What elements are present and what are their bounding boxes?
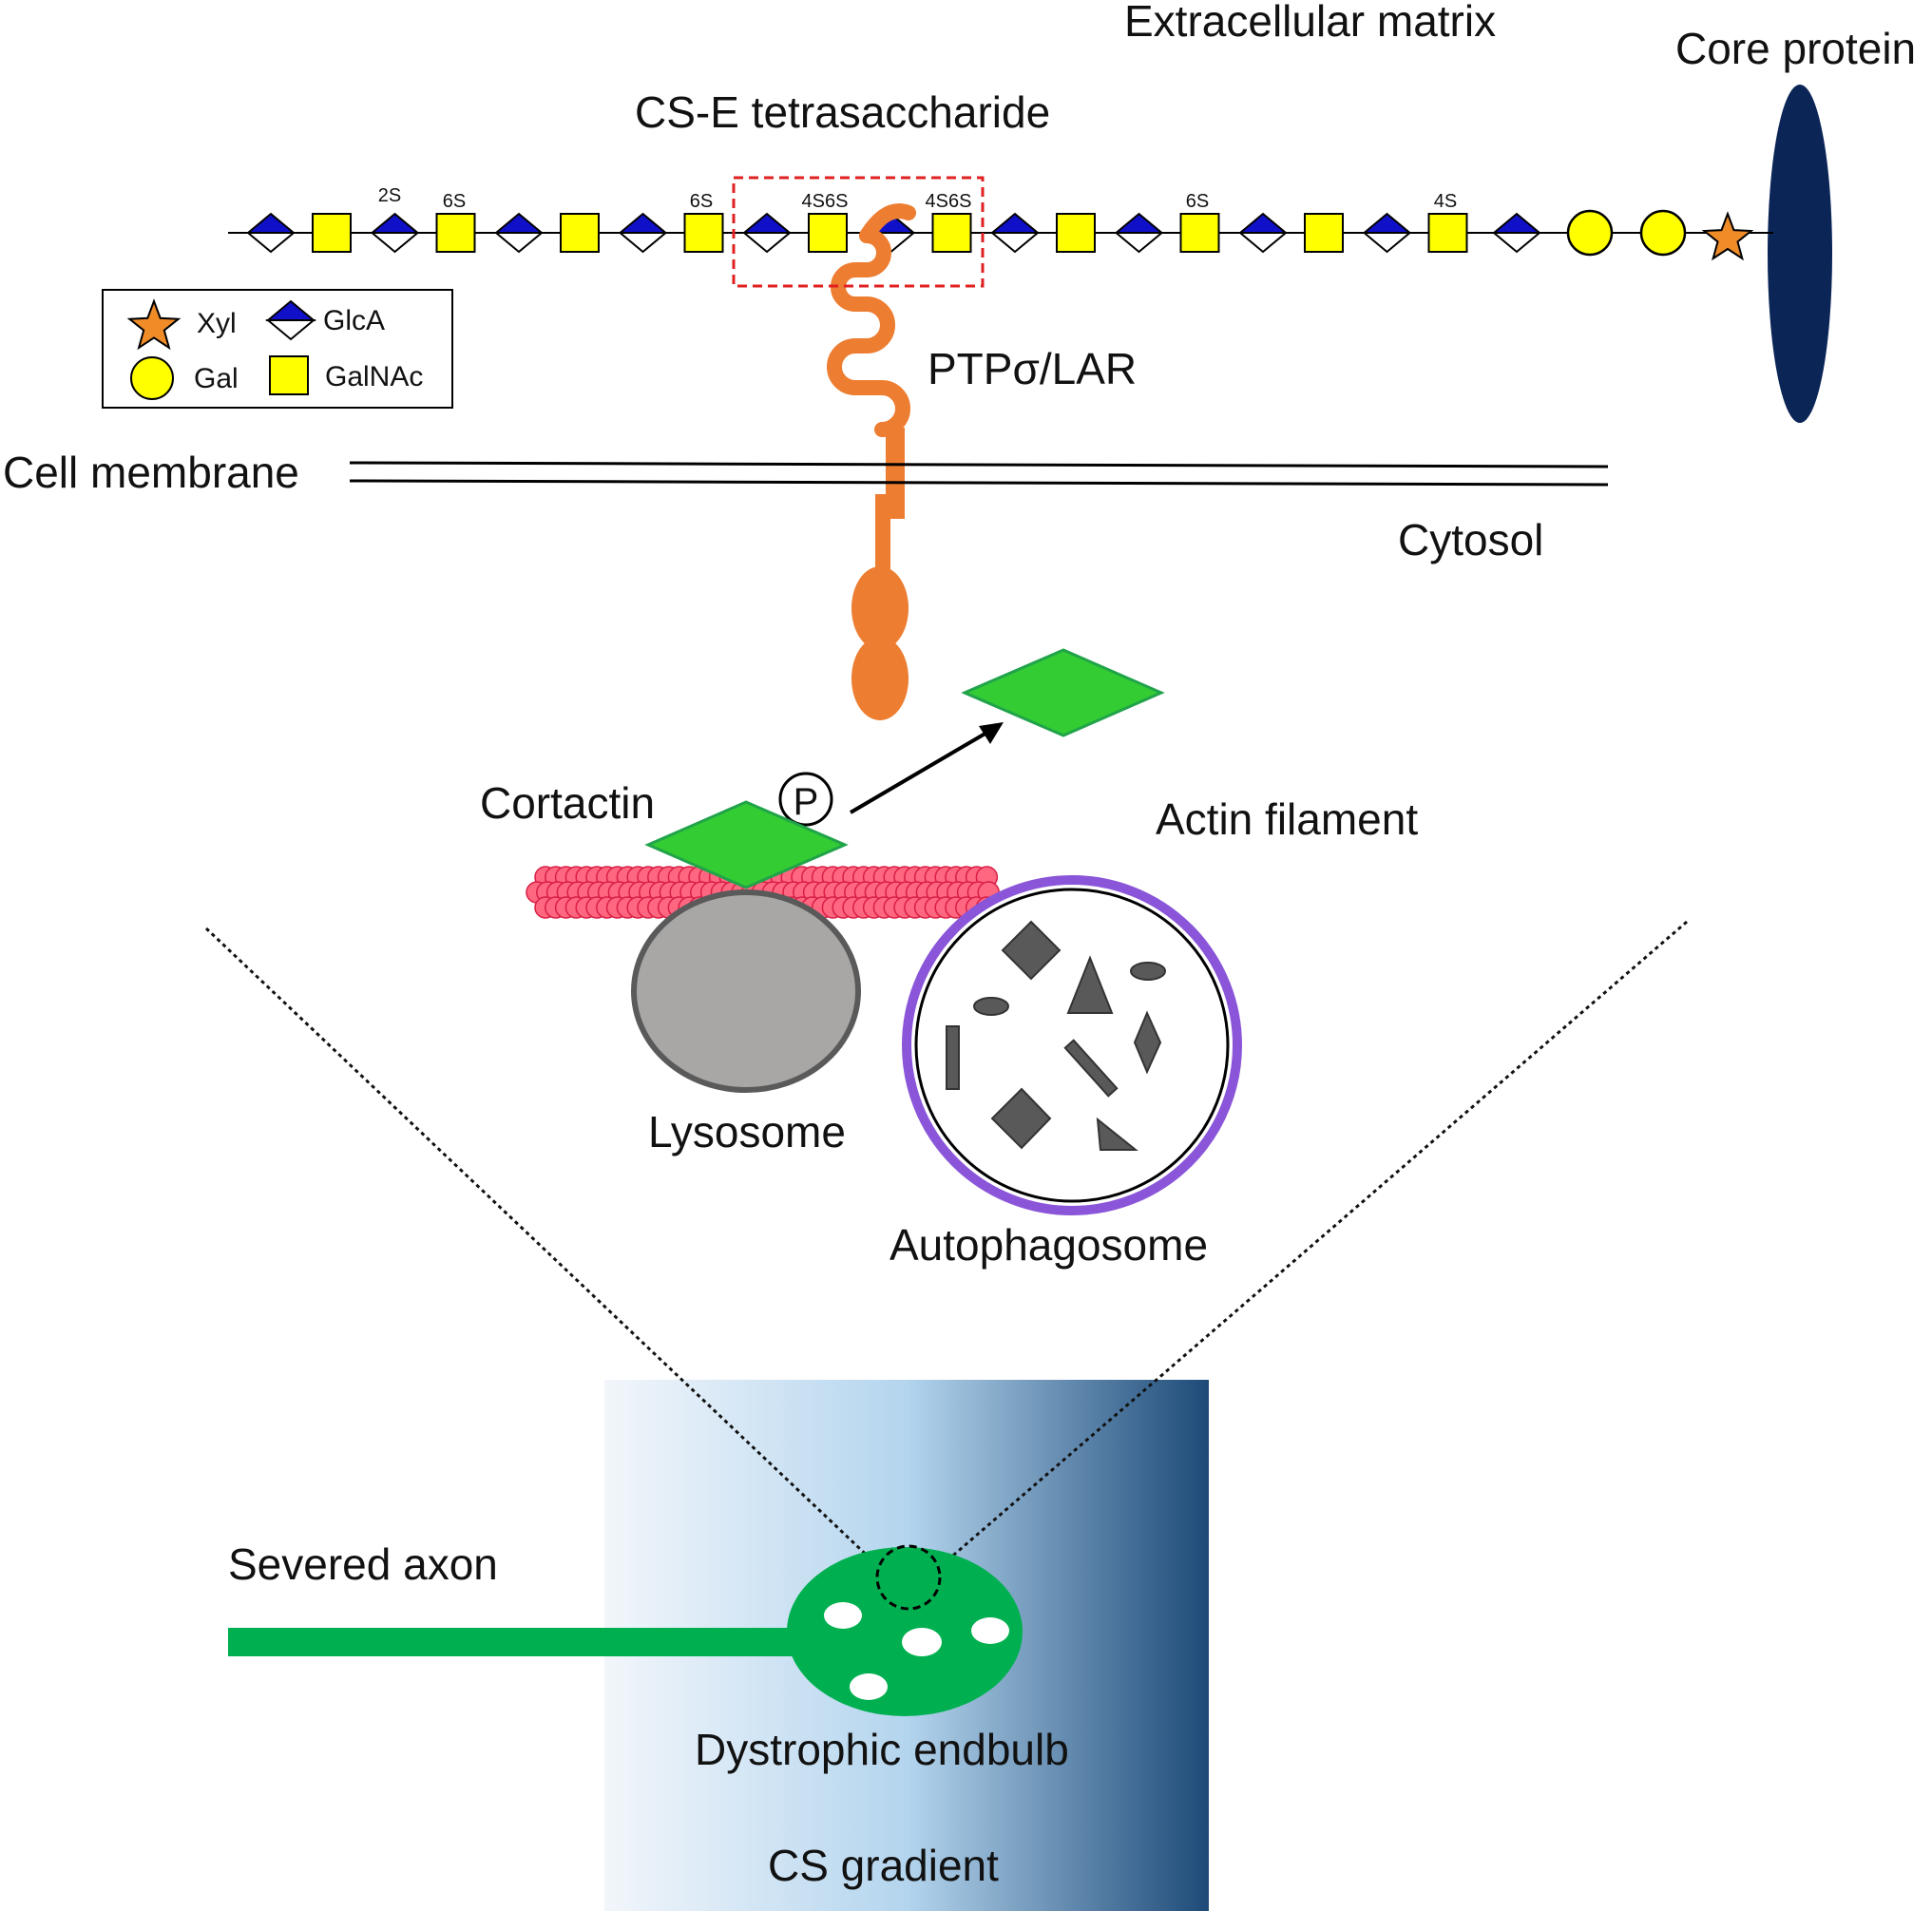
endbulb-vesicle [902, 1628, 942, 1656]
core-protein-ellipse [1768, 85, 1832, 423]
zoom-line-left [204, 927, 878, 1566]
zoom-line-right [940, 920, 1688, 1568]
sulfation-label: 4S [1434, 191, 1457, 212]
gal-circle-icon [130, 356, 174, 400]
gal-unit [1639, 209, 1687, 257]
membrane-line-inner [349, 479, 1609, 487]
phospho-label: P [794, 781, 819, 823]
sulfation-label: 6S [690, 191, 713, 212]
glca-unit [1361, 212, 1413, 254]
galnac-unit [1427, 213, 1468, 253]
label-autophagosome: Autophagosome [889, 1220, 1208, 1270]
galnac-unit [560, 213, 600, 253]
glca-unit [617, 212, 669, 254]
galnac-unit [931, 213, 972, 253]
cargo-oval [1130, 962, 1166, 981]
glca-unit [1113, 212, 1165, 254]
label-cs-gradient: CS gradient [768, 1841, 999, 1890]
cargo-rod [946, 1025, 960, 1090]
glca-unit [493, 212, 545, 254]
sulfation-label: 4S6S [802, 191, 849, 212]
endbulb-vesicle [824, 1602, 862, 1629]
endbulb-vesicle [971, 1617, 1009, 1644]
phospho-circle [778, 772, 833, 827]
autophagosome-organelle [902, 875, 1242, 1215]
legend-label-gal: Gal [194, 363, 239, 394]
membrane-line-outer [349, 461, 1609, 468]
cargo-oval [973, 997, 1009, 1016]
galnac-unit [1056, 213, 1096, 253]
label-core-protein: Core protein [1675, 24, 1916, 73]
receptor-linker [875, 494, 890, 582]
cargo-wedge [1096, 1117, 1138, 1151]
glca-unit [989, 212, 1041, 254]
glca-unit [245, 212, 296, 254]
ptp-lar-receptor [827, 203, 916, 437]
cortactin-bound-diamond [644, 800, 849, 889]
glca-unit [741, 212, 793, 254]
cargo-diamond [990, 1087, 1052, 1150]
galnac-unit [808, 213, 848, 253]
glycan-units [245, 209, 1754, 261]
cs-e-highlight-box [732, 176, 985, 288]
zoom-focus-circle [875, 1544, 942, 1611]
label-cortactin: Cortactin [480, 778, 655, 828]
glca-unit [1237, 212, 1289, 254]
galnac-unit [435, 213, 476, 253]
sulfation-label: 6S [443, 191, 466, 212]
xyl-unit [1701, 211, 1754, 261]
label-actin-filament: Actin filament [1156, 794, 1418, 844]
xyl-star-icon [126, 298, 182, 351]
gal-unit [1566, 209, 1614, 257]
label-cs-e-tetrasaccharide: CS-E tetrasaccharide [635, 87, 1050, 137]
dystrophic-endbulb [787, 1547, 1023, 1716]
galnac-square-icon [269, 355, 309, 395]
actin-filament [526, 866, 1000, 919]
legend: Xyl GlcA Gal GalNAc [102, 289, 453, 409]
sulfation-label: 2S [378, 185, 401, 206]
release-arrow-shaft [849, 730, 990, 814]
sulfation-label: 6S [1186, 191, 1209, 212]
label-lysosome: Lysosome [648, 1107, 846, 1156]
lysosome-organelle [631, 889, 861, 1093]
galnac-unit [312, 213, 352, 253]
sulfation-label: 4S6S [926, 191, 972, 212]
legend-label-glca: GlcA [323, 305, 385, 336]
receptor-phosphatase-domain-2 [851, 637, 909, 720]
legend-label-galnac: GalNAc [325, 361, 423, 392]
label-extracellular-matrix: Extracellular matrix [1124, 0, 1496, 46]
release-arrow-head [979, 722, 1004, 744]
cargo-diamond [1001, 920, 1062, 981]
label-ptp-lar: PTPσ/LAR [928, 344, 1137, 393]
galnac-unit [1179, 213, 1220, 253]
cortactin-released-diamond [961, 648, 1165, 737]
legend-label-xyl: Xyl [197, 308, 237, 339]
cargo-rod [1063, 1039, 1119, 1098]
glca-diamond-icon [265, 299, 316, 341]
glca-unit [1491, 212, 1542, 254]
label-cell-membrane: Cell membrane [3, 448, 299, 497]
glca-unit [369, 212, 421, 254]
label-cytosol: Cytosol [1398, 515, 1543, 564]
endbulb-vesicle [850, 1673, 888, 1700]
galnac-unit [1304, 213, 1344, 253]
receptor-phosphatase-domain-1 [851, 566, 909, 650]
severed-axon-shaft [228, 1628, 836, 1656]
label-severed-axon: Severed axon [228, 1539, 498, 1589]
cargo-triangle [1066, 955, 1114, 1014]
galnac-unit [683, 213, 724, 253]
cargo-spindle [1133, 1010, 1162, 1075]
label-dystrophic-endbulb: Dystrophic endbulb [695, 1725, 1069, 1774]
